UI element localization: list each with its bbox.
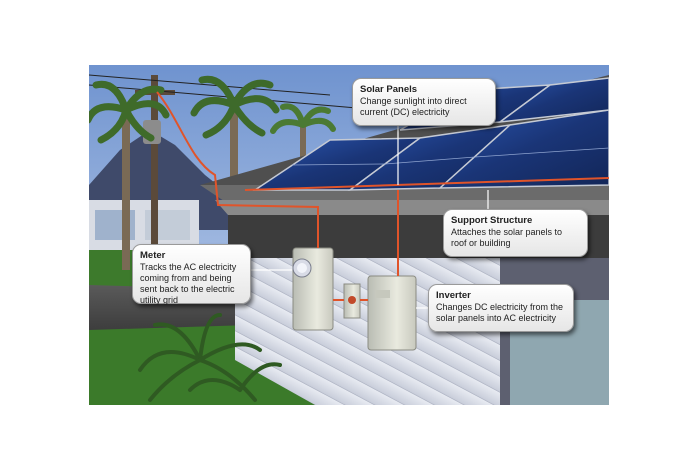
palm-tree (190, 75, 280, 225)
front-plants (138, 313, 282, 402)
callout-solar-panels: Solar Panels Change sunlight into direct… (352, 78, 496, 126)
callout-inverter: Inverter Changes DC electricity from the… (428, 284, 574, 332)
callout-description: Changes DC electricity from the solar pa… (436, 302, 564, 323)
callout-title: Solar Panels (360, 84, 418, 95)
inverter-box (367, 275, 417, 351)
callout-description: Tracks the AC electricity coming from an… (140, 262, 237, 305)
wiring (156, 91, 609, 301)
palm-tree (270, 103, 336, 175)
callout-leaders (251, 126, 489, 309)
callout-title: Meter (140, 250, 166, 261)
palm-tree (89, 80, 170, 270)
callout-title: Inverter (436, 290, 471, 301)
callout-title: Support Structure (451, 215, 533, 226)
utility-pole (151, 75, 158, 275)
callout-description: Attaches the solar panels to roof or bui… (451, 227, 563, 248)
callout-support-structure: Support Structure Attaches the solar pan… (443, 209, 588, 257)
meter-box (292, 247, 334, 331)
callout-meter: Meter Tracks the AC electricity coming f… (132, 244, 251, 305)
callout-description: Change sunlight into direct current (DC)… (360, 96, 467, 117)
